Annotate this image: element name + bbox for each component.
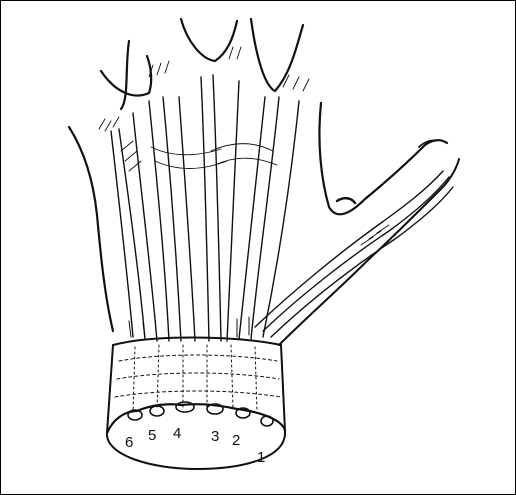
compartment-label-2: 2 xyxy=(232,432,240,449)
hand-outline xyxy=(69,19,459,345)
compartment-number-labels: 6 5 4 3 2 1 xyxy=(125,425,265,466)
compartment-label-3: 3 xyxy=(211,428,219,445)
compartment-label-1: 1 xyxy=(257,449,265,466)
compartment-label-5: 5 xyxy=(148,427,156,444)
compartment-label-4: 4 xyxy=(173,425,181,442)
compartment-label-6: 6 xyxy=(125,434,133,451)
